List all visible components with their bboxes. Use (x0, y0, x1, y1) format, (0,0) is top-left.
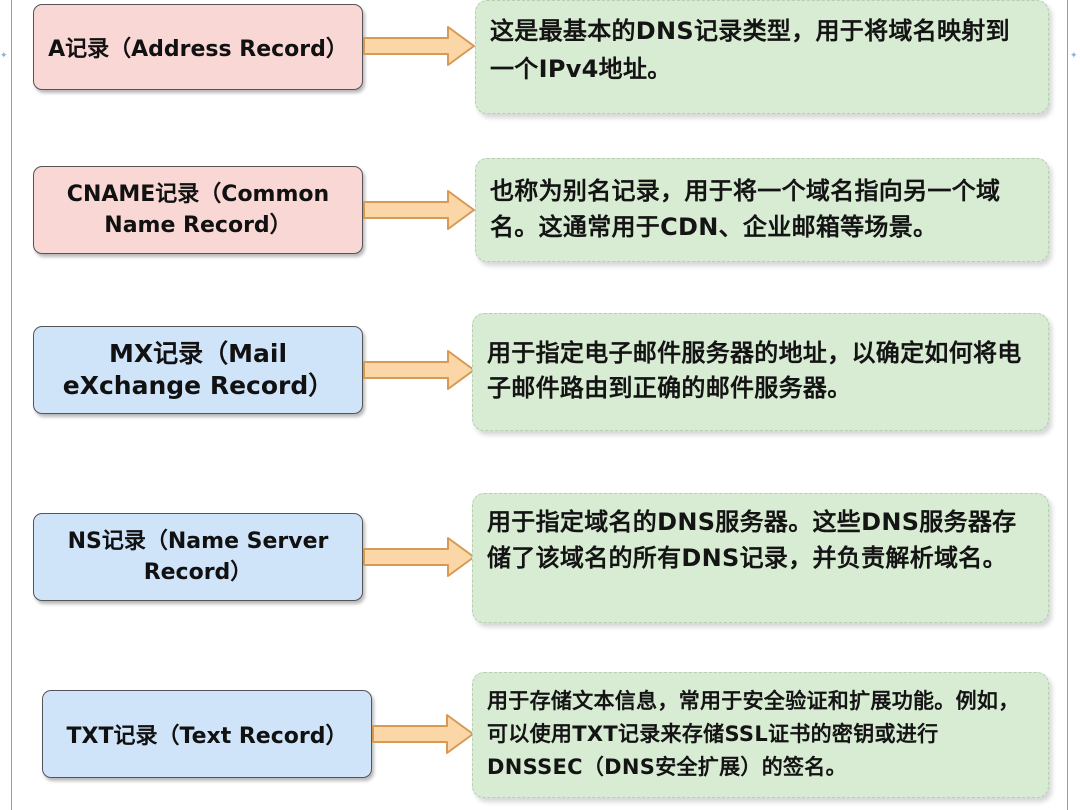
term-cname-record: CNAME记录（Common Name Record） (33, 166, 363, 254)
left-border-line (11, 0, 12, 810)
right-arrow-icon (363, 537, 475, 577)
right-arrow-icon (363, 350, 475, 390)
description-txt-record: 用于存储文本信息，常用于安全验证和扩展功能。例如，可以使用TXT记录来存储SSL… (472, 672, 1049, 798)
right-arrow-icon (363, 190, 475, 230)
term-ns-record: NS记录（Name Server Record） (33, 513, 363, 601)
description-a-record: 这是最基本的DNS记录类型，用于将域名映射到一个IPv4地址。 (475, 0, 1049, 114)
right-arrow-icon (363, 26, 475, 66)
term-a-record: A记录（Address Record） (33, 4, 363, 90)
description-mx-record: 用于指定电子邮件服务器的地址，以确定如何将电子邮件路由到正确的邮件服务器。 (472, 313, 1049, 431)
description-cname-record: 也称为别名记录，用于将一个域名指向另一个域名。这通常用于CDN、企业邮箱等场景。 (475, 158, 1049, 262)
edge-marker-icon: ✦ (0, 51, 8, 61)
term-mx-record: MX记录（Mail eXchange Record） (33, 326, 363, 414)
description-ns-record: 用于指定域名的DNS服务器。这些DNS服务器存储了该域名的所有DNS记录，并负责… (472, 493, 1049, 623)
right-border-line (1067, 0, 1068, 810)
right-arrow-icon (372, 714, 474, 754)
edge-marker-icon: ✦ (1070, 51, 1078, 61)
term-txt-record: TXT记录（Text Record） (42, 690, 372, 778)
